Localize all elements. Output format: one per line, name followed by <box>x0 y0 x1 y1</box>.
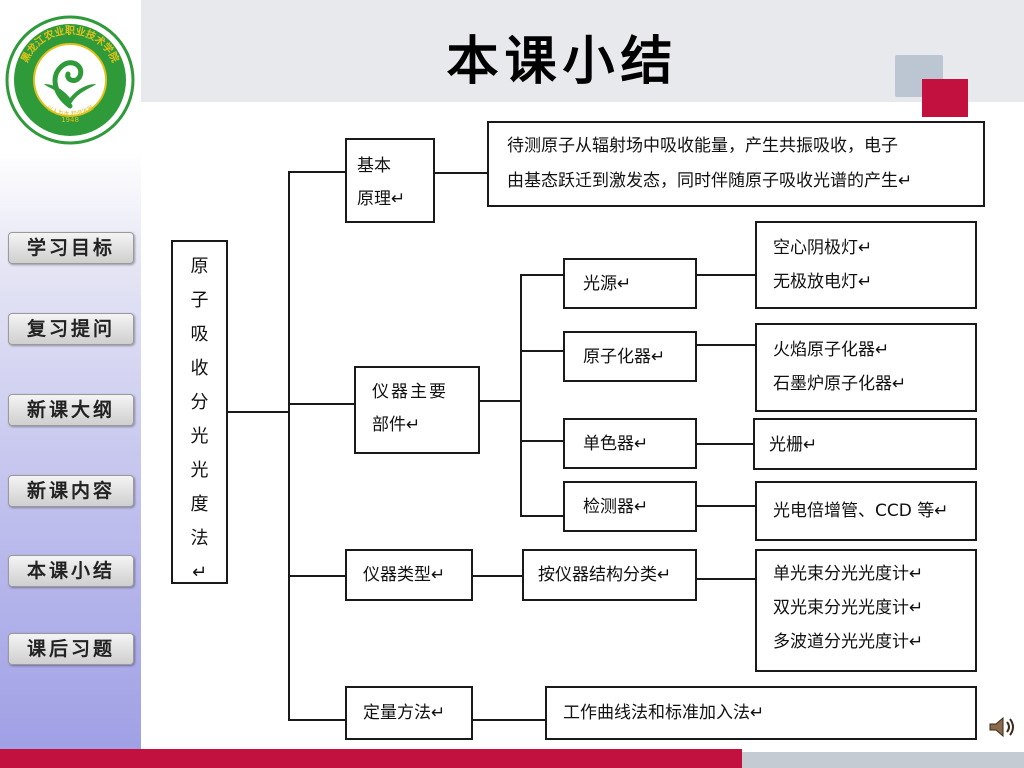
detail-line: 空心阴极灯↵ <box>773 238 873 258</box>
footer-bar-red <box>0 749 742 768</box>
nav-learning-goals-button[interactable]: 学习目标 <box>8 232 134 264</box>
principle-description: 待测原子从辐射场中吸收能量，产生共振吸收，电子 由基态跃迁到激发态，同时伴随原子… <box>487 121 985 207</box>
nav-summary-button[interactable]: 本课小结 <box>8 555 134 587</box>
principle-description-line: 待测原子从辐射场中吸收能量，产生共振吸收，电子 <box>507 136 898 156</box>
connector <box>288 719 345 721</box>
connector <box>696 505 755 507</box>
types-node: 仪器类型↵ <box>345 549 473 601</box>
detail-line: 石墨炉原子化器↵ <box>773 374 907 394</box>
nav-outline-button[interactable]: 新课大纲 <box>8 394 134 426</box>
components-label-line: 部件↵ <box>372 415 421 435</box>
svg-text:1948: 1948 <box>61 116 79 124</box>
connector <box>479 400 521 402</box>
types-details: 单光束分光光度计↵ 双光束分光光度计↵ 多波道分光光度计↵ <box>755 549 977 672</box>
connector <box>520 440 563 442</box>
connector <box>288 403 354 405</box>
connector <box>472 719 545 721</box>
school-logo: 1948 黑龙江农业职业技术学院 以人为本 和谐发展 <box>5 15 135 145</box>
principle-description-line: 由基态跃迁到激发态，同时伴随原子吸收光谱的产生↵ <box>507 171 913 191</box>
nav-content-button[interactable]: 新课内容 <box>8 475 134 507</box>
nav-review-questions-button[interactable]: 复习提问 <box>8 313 134 345</box>
component-atomizer: 原子化器↵ <box>563 331 697 382</box>
connector <box>288 575 345 577</box>
connector <box>696 443 755 445</box>
footer-bar-grey <box>742 752 1024 768</box>
detail-line: 单光束分光光度计↵ <box>773 564 924 584</box>
principle-node: 基本 原理↵ <box>345 138 435 223</box>
root-node: 原子吸收分光光度法↵ <box>171 240 228 584</box>
connector <box>696 578 755 580</box>
components-node: 仪器主要 部件↵ <box>354 366 480 454</box>
connector <box>288 171 345 173</box>
principle-label-line: 原理↵ <box>357 189 406 209</box>
detail-line: 无极放电灯↵ <box>773 272 873 292</box>
component-light-source: 光源↵ <box>563 258 697 309</box>
header-band <box>141 0 1024 102</box>
connector <box>520 274 522 517</box>
connector <box>520 515 563 517</box>
detail-line: 双光束分光光度计↵ <box>773 598 924 618</box>
quant-details: 工作曲线法和标准加入法↵ <box>545 686 977 740</box>
page-title: 本课小结 <box>446 31 679 92</box>
header-decoration-red <box>922 79 968 117</box>
atomizer-details: 火焰原子化器↵ 石墨炉原子化器↵ <box>755 323 977 412</box>
components-label-line: 仪器主要 <box>372 382 448 402</box>
connector <box>288 171 290 720</box>
monochromator-details: 光栅↵ <box>753 418 977 470</box>
light-source-details: 空心阴极灯↵ 无极放电灯↵ <box>755 221 977 309</box>
connector <box>226 411 289 413</box>
connector <box>472 575 522 577</box>
quant-node: 定量方法↵ <box>345 686 473 740</box>
connector <box>434 172 487 174</box>
principle-label-line: 基本 <box>357 156 391 176</box>
detector-details: 光电倍增管、CCD 等↵ <box>755 481 977 541</box>
component-detector: 检测器↵ <box>563 481 697 532</box>
types-classification: 按仪器结构分类↵ <box>522 549 697 601</box>
sound-icon[interactable] <box>986 712 1018 742</box>
connector <box>696 274 755 276</box>
connector <box>520 350 563 352</box>
detail-line: 火焰原子化器↵ <box>773 340 890 360</box>
nav-exercises-button[interactable]: 课后习题 <box>8 633 134 665</box>
component-monochromator: 单色器↵ <box>563 418 697 469</box>
detail-line: 多波道分光光度计↵ <box>773 632 924 652</box>
connector <box>520 274 563 276</box>
connector <box>696 344 755 346</box>
